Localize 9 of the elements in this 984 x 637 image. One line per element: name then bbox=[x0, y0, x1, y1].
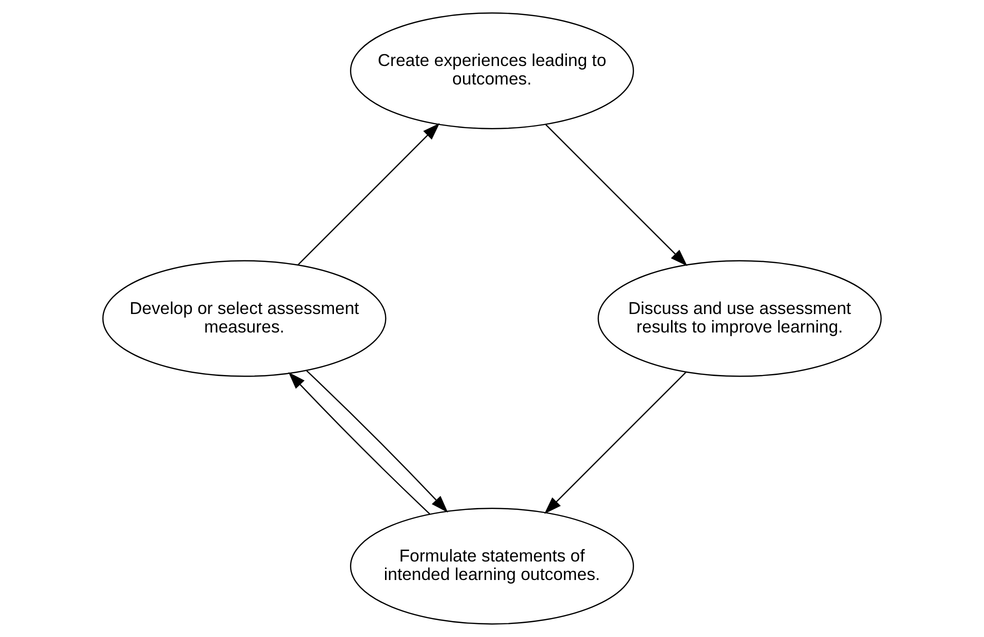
node-ellipse: Create experiences leading to outcomes. bbox=[350, 12, 634, 130]
arrow bbox=[298, 123, 440, 266]
node-ellipse: Formulate statements of intended learning outcomes. bbox=[350, 508, 634, 625]
arrow bbox=[544, 372, 686, 514]
node-ellipse: Discuss and use assessment results to improve learning. bbox=[598, 260, 882, 377]
arrow bbox=[545, 124, 688, 266]
node-ellipse: Develop or select assessment measures. bbox=[102, 260, 386, 377]
arrow bbox=[306, 370, 448, 513]
arrow bbox=[288, 372, 430, 515]
